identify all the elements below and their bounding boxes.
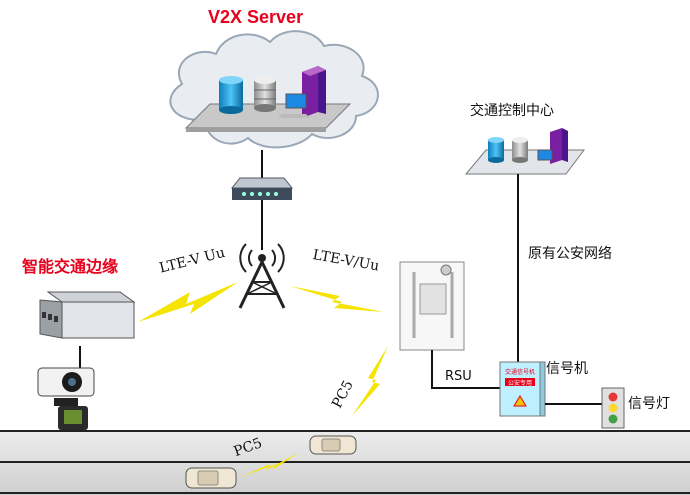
signal-controller-label: 信号机 [546, 361, 588, 377]
signal-controller-icon: 交通信号机 公安专用 [499, 361, 546, 417]
camera-icon [37, 367, 95, 430]
lightning-pc5-rsu-icon [352, 346, 388, 416]
traffic-light-icon [601, 387, 625, 429]
traffic-light-label: 信号灯 [628, 396, 670, 412]
lightning-pc5-v2v-icon [238, 452, 300, 478]
rsu-device-icon [399, 261, 465, 351]
database-icon [219, 76, 243, 114]
control-storage-icon [512, 137, 528, 163]
cell-tower-icon [238, 243, 286, 309]
rsu-link [431, 350, 500, 389]
control-database-icon [488, 137, 504, 163]
network-switch-icon [230, 177, 294, 200]
server-title: V2X Server [208, 7, 304, 27]
server-tower-icon [302, 66, 326, 118]
edge-computer-icon [39, 291, 136, 339]
lightning-ltev-icon [290, 286, 384, 312]
vehicle-2-icon [185, 467, 237, 489]
signal-box-text-2: 公安专用 [508, 379, 532, 387]
vehicle-1-icon [309, 435, 357, 455]
rsu-label: RSU [445, 369, 472, 384]
monitor-icon [278, 93, 310, 118]
control-center-label: 交通控制中心 [470, 103, 554, 119]
storage-icon [254, 76, 276, 112]
control-monitor-icon [537, 149, 553, 161]
lightning-uu-icon [138, 282, 238, 322]
control-tower-icon [550, 128, 568, 164]
edge-label: 智能交通边缘 [22, 257, 119, 276]
network-label: 原有公安网络 [528, 246, 612, 262]
signal-box-text-1: 交通信号机 [505, 368, 535, 376]
